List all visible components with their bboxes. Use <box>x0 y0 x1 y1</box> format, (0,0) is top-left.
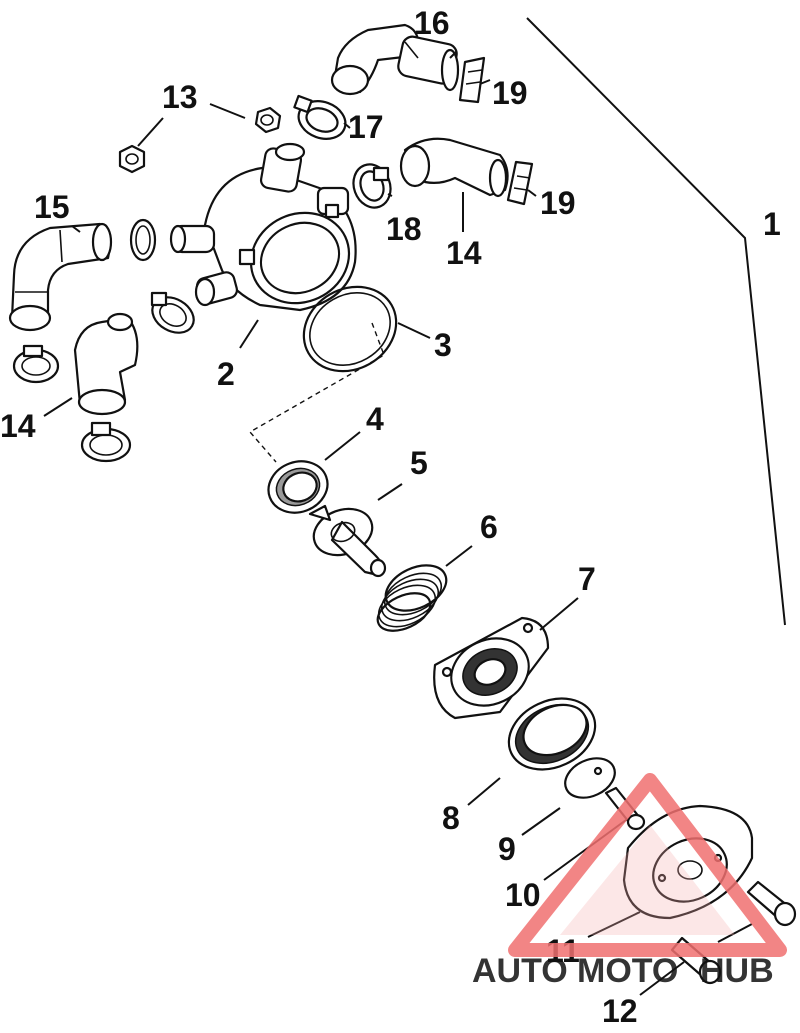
callout-4: 4 <box>366 401 384 437</box>
callout-3: 3 <box>434 327 452 363</box>
washer-9 <box>564 757 616 799</box>
cover-plate-7 <box>433 616 550 720</box>
hose-clamp-15-side <box>129 218 157 262</box>
leader-lines <box>43 51 753 996</box>
callout-14-right: 14 <box>446 235 482 271</box>
thermostat-housing-2 <box>169 142 357 312</box>
callout-19-top: 19 <box>492 75 528 111</box>
hose-clamp-left-upper <box>150 291 195 334</box>
callout-19-right: 19 <box>540 185 576 221</box>
watermark-logo: AUTO MOTO HUB <box>472 773 787 990</box>
callout-5: 5 <box>410 445 428 481</box>
hose-clamp-left-lower <box>12 344 60 384</box>
callout-13: 13 <box>162 79 198 115</box>
callout-15: 15 <box>34 189 70 225</box>
callout-1: 1 <box>763 206 781 242</box>
hose-elbow-15 <box>8 222 113 332</box>
o-ring-3 <box>302 285 398 373</box>
watermark-auto: AUTO <box>472 952 568 990</box>
assembly-bracket-line <box>526 17 786 626</box>
nut-13-lower <box>118 144 146 174</box>
callout-18: 18 <box>386 211 422 247</box>
callout-2: 2 <box>217 356 235 392</box>
callout-12: 12 <box>602 993 638 1029</box>
hose-clamp-18 <box>352 163 392 209</box>
dashed-reference-line <box>248 322 385 463</box>
thermostat-5 <box>308 504 387 578</box>
hose-elbow-16 <box>330 23 460 96</box>
bolt-12-right <box>746 880 797 927</box>
hose-elbow-14-right <box>399 137 509 198</box>
seal-ring-4 <box>267 460 329 514</box>
hose-elbow-14-left <box>73 312 139 416</box>
hose-clamp-bottom-left <box>80 421 132 463</box>
spring-6 <box>376 564 448 632</box>
clamp-19-top <box>458 56 486 104</box>
cover-11 <box>622 804 754 920</box>
callout-10: 10 <box>505 877 541 913</box>
watermark-triangle-icon <box>508 773 787 957</box>
callout-6: 6 <box>480 509 498 545</box>
watermark-moto: MOTO <box>577 952 678 990</box>
nut-13-upper <box>254 106 282 134</box>
watermark-hub: HUB <box>700 952 774 990</box>
callout-8: 8 <box>442 800 460 836</box>
hose-clamp-17 <box>293 94 347 140</box>
callout-7: 7 <box>578 561 596 597</box>
clamp-19-right <box>506 160 534 206</box>
diaphragm-8 <box>507 697 597 771</box>
callout-17: 17 <box>348 109 384 145</box>
callout-14-left: 14 <box>0 408 36 444</box>
callout-16: 16 <box>414 5 450 41</box>
callout-9: 9 <box>498 831 516 867</box>
